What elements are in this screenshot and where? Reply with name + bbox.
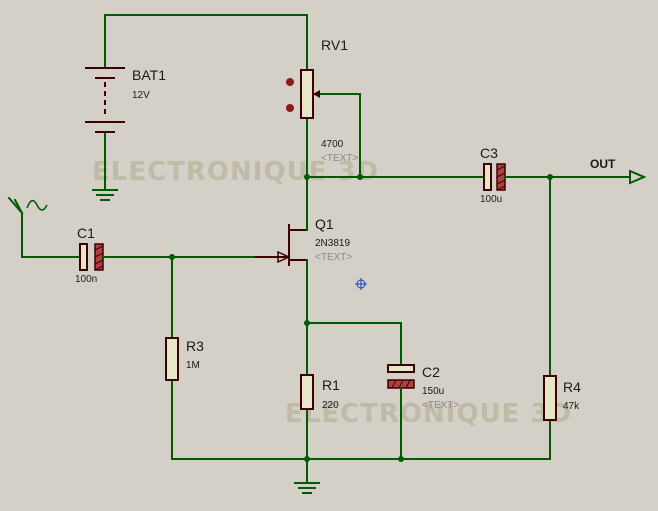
wire-input — [21, 212, 73, 258]
capacitor-c3[interactable]: C3 100u — [471, 145, 511, 205]
c2-text: <TEXT> — [422, 400, 459, 411]
rv1-text: <TEXT> — [321, 153, 358, 164]
resistor-r1[interactable]: R1 220 — [300, 374, 340, 411]
r4-ref: R4 — [563, 379, 581, 395]
rv1-value: 4700 — [321, 139, 344, 150]
c2-ref: C2 — [422, 364, 440, 380]
potentiometer-rv1[interactable]: RV1 4700 <TEXT> — [286, 37, 358, 164]
battery-bat1[interactable]: BAT1 12V — [85, 67, 166, 133]
junction-wiper — [357, 174, 363, 180]
crosshair-icon — [355, 278, 367, 290]
out-label: OUT — [590, 157, 616, 171]
wire-top-rail — [104, 14, 308, 71]
q1-text: <TEXT> — [315, 252, 352, 263]
signal-generator-icon[interactable] — [7, 196, 48, 215]
out-terminal[interactable]: OUT — [590, 157, 647, 185]
bat1-value: 12V — [132, 90, 150, 101]
q1-value: 2N3819 — [315, 238, 350, 249]
r1-ref: R1 — [322, 377, 340, 393]
ground-main-icon — [294, 482, 320, 494]
junction-ground-r1 — [304, 456, 310, 462]
junctions — [169, 174, 553, 462]
c2-value: 150u — [422, 386, 444, 397]
c1-value: 100n — [75, 274, 97, 285]
bat1-ref: BAT1 — [132, 67, 166, 83]
rv1-ref: RV1 — [321, 37, 348, 53]
capacitor-c2[interactable]: C2 150u <TEXT> — [387, 364, 459, 411]
resistor-r3[interactable]: R3 1M — [165, 337, 204, 381]
capacitor-c1[interactable]: C1 100n — [71, 225, 119, 285]
watermark-top: ELECTRONIQUE 3D — [92, 157, 379, 187]
wire-source-c2 — [306, 322, 402, 366]
r3-ref: R3 — [186, 338, 204, 354]
c1-ref: C1 — [77, 225, 95, 241]
rv1-increase-icon[interactable] — [286, 78, 294, 86]
rv1-decrease-icon[interactable] — [286, 104, 294, 112]
transistor-q1[interactable]: Q1 2N3819 <TEXT> — [255, 216, 352, 267]
r4-value: 47k — [563, 401, 580, 412]
c3-ref: C3 — [480, 145, 498, 161]
c3-value: 100u — [480, 194, 502, 205]
wire-wiper — [317, 93, 361, 178]
r1-value: 220 — [322, 400, 339, 411]
r3-value: 1M — [186, 360, 200, 371]
resistor-r4[interactable]: R4 47k — [543, 375, 581, 421]
junction-drain — [304, 174, 310, 180]
junction-source — [304, 320, 310, 326]
watermark-bottom: ELECTRONIQUE 3D — [285, 399, 572, 429]
junction-gate — [169, 254, 175, 260]
ground-battery-icon — [92, 189, 118, 201]
q1-ref: Q1 — [315, 216, 334, 232]
junction-ground-c2 — [398, 456, 404, 462]
junction-out — [547, 174, 553, 180]
